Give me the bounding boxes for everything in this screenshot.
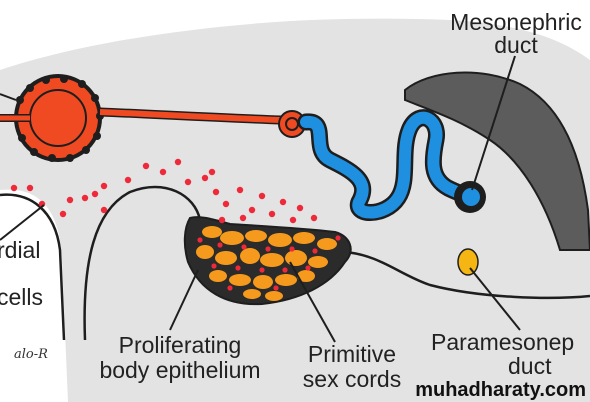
label-paramesonephric-line2: duct: [508, 353, 552, 379]
lower-white-area: [0, 189, 68, 402]
label-cells-line1: rdial: [0, 237, 40, 263]
mesonephric-ridge: [404, 71, 590, 251]
label-proliferating-line1: Proliferating: [119, 332, 242, 358]
label-primitive-line2: sex cords: [303, 366, 401, 392]
label-mesonephric-line1: Mesonephric: [450, 9, 582, 35]
label-cells-line2: cells: [0, 284, 43, 310]
left-ridge: [0, 193, 66, 341]
mesonephric-tubule: [0, 74, 306, 162]
paramesonephric-duct: [457, 248, 479, 276]
watermark: muhadharaty.com: [415, 379, 586, 401]
label-mesonephric-line2: duct: [494, 32, 538, 58]
label-proliferating-line2: body epithelium: [99, 357, 260, 383]
mesonephric-duct: [297, 109, 486, 221]
label-primitive-line1: Primitive: [308, 341, 396, 367]
proliferating-pointer: [169, 269, 199, 331]
mesonephric-pointer: [471, 55, 516, 191]
primitive-sex-cords: [196, 226, 337, 301]
primitive-pointer: [289, 261, 336, 343]
label-paramesonephric-line1: Paramesonep: [431, 329, 574, 355]
paramesonephric-pointer: [469, 267, 521, 331]
pointer-lines: [0, 55, 521, 343]
cells-pointer: [0, 204, 45, 241]
gonadal-ridge: [83, 185, 202, 341]
right-fold-outline: [344, 250, 590, 300]
coelomic-cavity: [0, 0, 590, 66]
artist-signature: alo-R: [14, 347, 48, 362]
germ-cells-in-cords: [197, 235, 341, 291]
primordial-germ-cells: [10, 158, 318, 224]
